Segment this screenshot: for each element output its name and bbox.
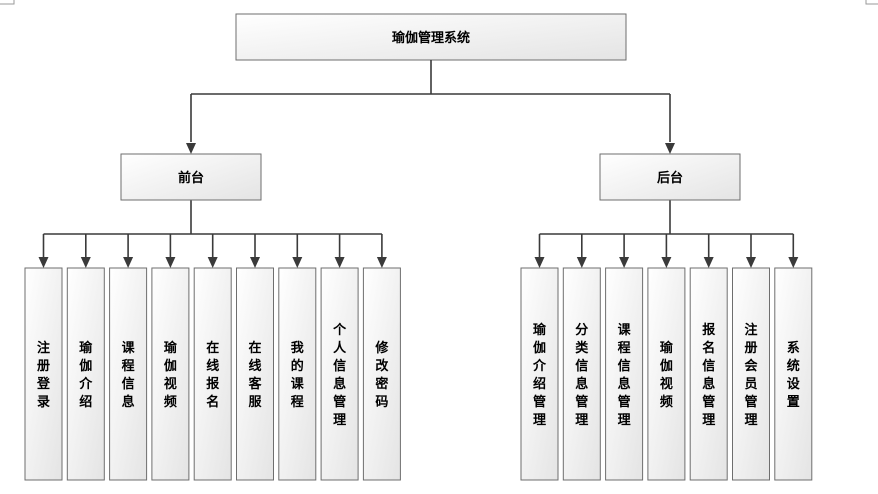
leaf-node-box — [320, 267, 359, 481]
page-corner-mark-right — [865, 0, 878, 5]
leaf-nodes: 注册登录 瑜伽介绍 课程信息 瑜伽视频 在线报名 在线客服 我的课程 个人信息管理 修改密码 瑜伽… — [24, 267, 813, 481]
branch-arrow — [186, 143, 196, 154]
leaf-node-label: 瑜伽视频 — [660, 340, 674, 410]
leaf-arrow — [576, 257, 587, 268]
leaf-node: 瑜伽视频 — [151, 267, 190, 481]
leaf-node-box — [236, 267, 274, 481]
branch-node-frontend — [120, 153, 262, 201]
leaf-arrow — [534, 257, 545, 268]
leaf-arrow — [703, 257, 714, 268]
root-node — [235, 13, 627, 61]
branch-node-backend — [599, 153, 741, 201]
leaf-node: 课程信息管理 — [605, 267, 644, 481]
leaf-node-label: 瑜伽视频 — [164, 340, 178, 410]
leaf-node-box — [689, 267, 728, 481]
leaf-node: 瑜伽介绍管理 — [520, 267, 559, 481]
leaf-node: 修改密码 — [362, 267, 401, 481]
leaf-node-label: 分类信息管理 — [575, 322, 589, 428]
leaf-arrow — [334, 257, 345, 268]
leaf-node: 在线报名 — [193, 267, 232, 481]
leaf-node-label: 课程信息管理 — [618, 323, 632, 428]
leaf-node-box — [109, 267, 148, 481]
leaf-node-label: 注册会员管理 — [744, 322, 758, 428]
leaf-arrow — [165, 257, 176, 268]
leaf-node-box — [732, 267, 770, 481]
leaf-arrow — [661, 257, 672, 268]
leaf-node-box — [278, 267, 317, 481]
leaf-node: 在线客服 — [236, 267, 274, 481]
leaf-arrow — [619, 257, 630, 268]
leaf-node-label: 注册登录 — [36, 340, 51, 410]
leaf-node: 系统设置 — [774, 267, 813, 481]
leaf-arrow — [207, 257, 218, 268]
leaf-node-label: 瑜伽介绍 — [78, 340, 93, 410]
leaf-arrow — [250, 257, 260, 268]
leaf-node-label: 修改密码 — [374, 340, 389, 410]
leaf-node-label: 个人信息管理 — [332, 322, 347, 428]
leaf-node-box — [66, 267, 105, 481]
connector-lines — [38, 60, 799, 268]
leaf-arrow — [80, 257, 91, 268]
leaf-arrow — [123, 257, 134, 268]
leaf-node: 个人信息管理 — [320, 267, 359, 481]
leaf-node-box — [562, 267, 601, 481]
leaf-node-box — [605, 267, 644, 481]
leaf-node-label: 瑜伽介绍管理 — [532, 322, 547, 428]
leaf-arrow — [746, 257, 756, 268]
branch-label-frontend: 前台 — [178, 170, 204, 186]
leaf-node-label: 在线客服 — [248, 340, 262, 410]
leaf-node: 课程信息 — [109, 267, 148, 481]
leaf-node: 瑜伽视频 — [647, 267, 686, 481]
leaf-node: 注册登录 — [24, 267, 63, 481]
leaf-arrow — [38, 257, 49, 268]
leaf-node: 注册会员管理 — [732, 267, 770, 481]
leaf-arrow — [292, 257, 303, 268]
leaf-node-box — [520, 267, 559, 481]
leaf-node-label: 报名信息管理 — [702, 323, 716, 428]
leaf-node: 瑜伽介绍 — [66, 267, 105, 481]
leaf-node-box — [24, 267, 63, 481]
leaf-arrow — [376, 257, 387, 268]
branch-arrow — [665, 143, 675, 154]
leaf-node-box — [362, 267, 401, 481]
root-node-label: 瑜伽管理系统 — [392, 30, 470, 46]
leaf-node: 报名信息管理 — [689, 267, 728, 481]
branch-label-backend: 后台 — [657, 170, 683, 186]
leaf-node-box — [151, 267, 190, 481]
page-corner-mark-left — [0, 0, 15, 5]
leaf-arrow — [788, 257, 799, 268]
leaf-node: 我的课程 — [278, 267, 317, 481]
leaf-node-box — [647, 267, 686, 481]
leaf-node-label: 系统设置 — [787, 340, 801, 410]
leaf-node-label: 我的课程 — [291, 340, 305, 410]
leaf-node-label: 课程信息 — [122, 341, 136, 410]
leaf-node-box — [193, 267, 232, 481]
leaf-node: 分类信息管理 — [562, 267, 601, 481]
leaf-node-label: 在线报名 — [206, 340, 220, 410]
leaf-node-box — [774, 267, 813, 481]
